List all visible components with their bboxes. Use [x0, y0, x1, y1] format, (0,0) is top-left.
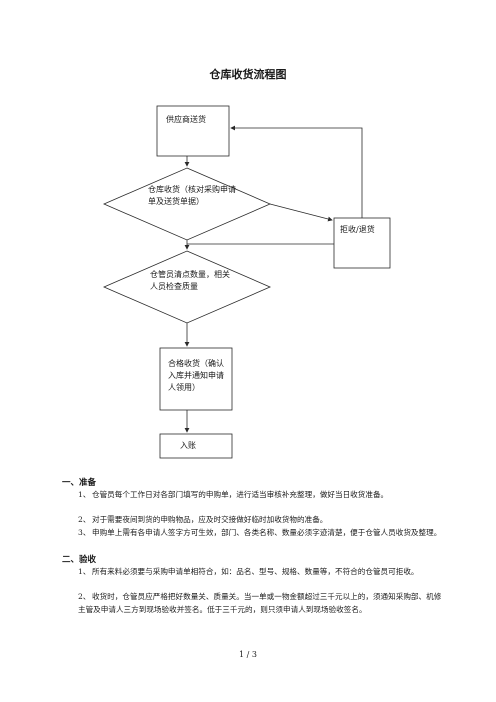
receive-label: 仓库收货（核对采购申请单及送货单据）: [148, 185, 236, 206]
list-item-text: 申购单上需有各申请人签字方可生效，部门、各类名称、数量必须字迹清楚，便于仓管人员…: [92, 528, 442, 537]
page-indicator: 1 / 3: [239, 650, 257, 659]
qualified-label: 合格收货（确认入库并通知申请人领用）: [168, 359, 224, 392]
list-item-number: 1、: [78, 567, 91, 576]
book-box: [159, 433, 233, 459]
count-label: 仓管员清点数量，相关人员检查质量: [150, 270, 230, 291]
supplier-box: [156, 105, 230, 157]
list-item: 2、收货时，仓管员应严格把好数量关、质量关。当一单或一物金额超过三千元以上的，须…: [78, 591, 448, 616]
section-heading-prepare: 一、准备: [62, 478, 97, 488]
supplier-label: 供应商送货: [166, 115, 206, 124]
reject-label: 拒收/退货: [340, 225, 375, 234]
list-item-number: 2、: [78, 515, 91, 524]
list-item: 1、所有来料必须要与采购申请单相符合，如：品名、型号、规格、数量等，不符合的仓管…: [78, 566, 448, 579]
book-label: 入账: [180, 441, 196, 450]
section-heading-inspect: 二、验收: [62, 555, 97, 565]
list-item: 3、申购单上需有各申请人签字方可生效，部门、各类名称、数量必须字迹清楚，便于仓管…: [78, 527, 448, 540]
page-title: 仓库收货流程图: [209, 68, 287, 81]
list-item-text: 收货时，仓管员应严格把好数量关、质量关。当一单或一物金额超过三千元以上的，须通知…: [78, 592, 442, 614]
list-item-number: 3、: [78, 528, 91, 537]
reject-box: [333, 217, 391, 269]
qualified-box: [159, 347, 233, 411]
list-item-text: 所有来料必须要与采购申请单相符合，如：品名、型号、规格、数量等，不符合的仓管员可…: [92, 567, 419, 576]
list-item-text: 仓管员每个工作日对各部门填写的申购单，进行适当审核补充整理，做好当日收货准备。: [92, 490, 389, 499]
list-item-text: 对于需要夜间到货的申购物品，应及时交接做好临时加收货物的准备。: [92, 515, 328, 524]
flowchart: [102, 105, 391, 459]
list-item-number: 2、: [78, 592, 91, 601]
list-item: 1、仓管员每个工作日对各部门填写的申购单，进行适当审核补充整理，做好当日收货准备…: [78, 489, 448, 502]
list-item-number: 1、: [78, 490, 91, 499]
list-item: 2、对于需要夜间到货的申购物品，应及时交接做好临时加收货物的准备。: [78, 514, 448, 527]
